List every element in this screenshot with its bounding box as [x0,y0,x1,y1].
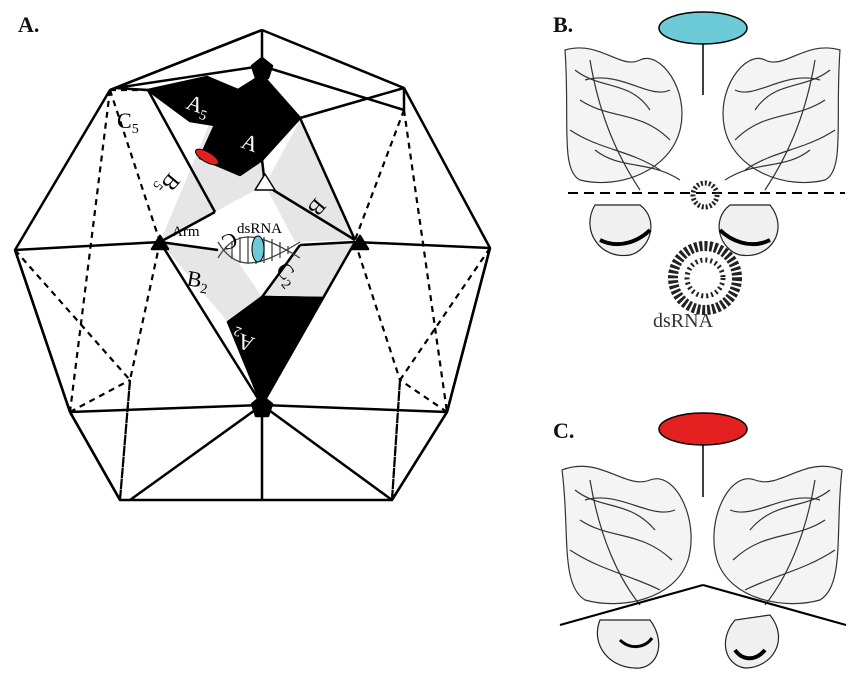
dash-5 [130,242,160,380]
bottom-1 [70,412,120,500]
lower-belt-right [262,405,447,412]
lower-belt-left [70,405,262,412]
dash-3 [355,110,404,240]
ribbon-left-c [562,466,691,605]
girdle-left [15,242,160,250]
dash-6 [400,248,490,380]
bottom-3 [392,412,447,500]
dash-7 [355,242,400,380]
panel-c-structure [560,413,846,668]
dash-4 [15,250,130,380]
cyan-marker-icon [252,236,264,262]
dash-10 [70,380,130,412]
bottom-4 [130,405,262,500]
ribbon-left-b [565,48,682,190]
label-c5: C5 [117,108,139,137]
dash-14 [70,90,110,412]
bottom-5 [262,405,392,500]
pentagon-bottom-icon [252,396,272,416]
label-dsrna-center: dsRNA [237,221,282,237]
ribbon-lower-c [597,615,778,668]
capsid-diagram [15,30,490,500]
dash-11 [400,380,447,412]
pentagon-top-icon [252,58,272,78]
lower-belt-rr [447,248,490,412]
ribbon-right-c [714,466,842,605]
top-cap-edge-3 [300,88,404,118]
red-oval-icon [659,413,747,445]
dsrna-caption: dsRNA [653,310,713,333]
ribbon-right-b [723,48,840,190]
cyan-oval-icon [659,12,747,44]
label-arm: Arm [172,224,200,240]
panel-b-structure [565,12,845,310]
lower-belt-ll [15,250,70,412]
edge-c2-mid [262,297,322,298]
